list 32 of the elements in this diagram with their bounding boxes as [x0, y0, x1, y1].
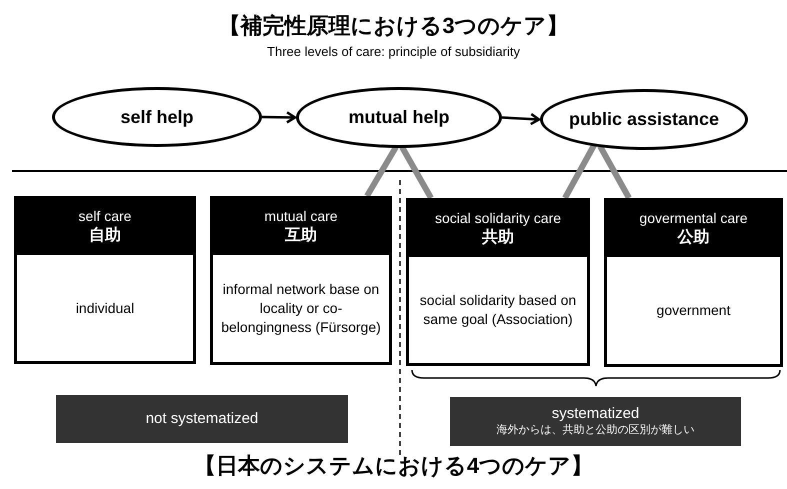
- card-title-japanese: 互助: [285, 226, 317, 246]
- node-label: public assistance: [568, 108, 720, 131]
- card-description: social solidarity based on same goal (Association): [418, 291, 578, 329]
- card-title-japanese: 公助: [678, 228, 710, 248]
- arrow: [262, 111, 296, 124]
- arrow: [502, 112, 540, 126]
- node-label: mutual help: [348, 106, 450, 129]
- care-card: [210, 196, 392, 365]
- connector-line: [562, 144, 597, 200]
- care-card: [406, 198, 590, 366]
- connector-line: [364, 145, 399, 198]
- status-banner: [450, 397, 741, 446]
- card-title: mutual care: [264, 208, 338, 226]
- subtitle: Three levels of care: principle of subsidiarity: [267, 44, 520, 60]
- banner-note: 海外からは、共助と公助の区別が難しい: [496, 424, 694, 438]
- card-title-japanese: 共助: [482, 228, 514, 248]
- banner-label: systematized: [552, 405, 640, 424]
- care-card: [604, 198, 783, 367]
- caption: 【日本のシステムにおける4つのケア】: [194, 452, 594, 480]
- care-card: [14, 196, 196, 364]
- connector-line: [399, 146, 434, 200]
- card-title: govermental care: [639, 210, 748, 228]
- title: 【補完性原理における3つのケア】: [218, 12, 569, 40]
- card-title: self care: [78, 208, 132, 226]
- card-description: informal network base on locality or co-belongingness (Fürsorge): [221, 280, 381, 337]
- banner-label: not systematized: [146, 410, 258, 428]
- node-label: self help: [120, 106, 194, 129]
- card-title-japanese: 自助: [89, 226, 121, 246]
- card-description: individual: [76, 298, 134, 318]
- status-banner: [56, 395, 348, 443]
- card-description: government: [656, 301, 730, 320]
- card-title: social solidarity care: [434, 210, 562, 228]
